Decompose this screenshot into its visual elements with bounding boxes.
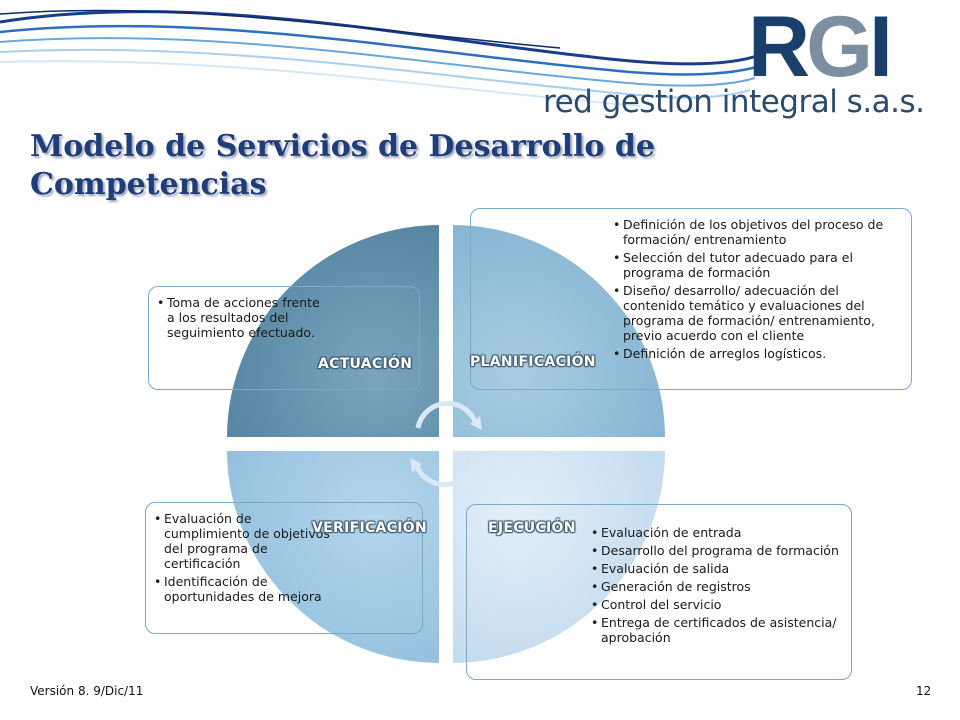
planificacion-item: Diseño/ desarrollo/ adecuación del conte…	[611, 283, 903, 343]
box-actuacion: Toma de acciones frente a los resultados…	[148, 286, 420, 390]
verificacion-item: Identificación de oportunidades de mejor…	[152, 574, 332, 604]
planificacion-item: Selección del tutor adecuado para el pro…	[611, 250, 903, 280]
page-title: Modelo de Servicios de Desarrollo de Com…	[30, 129, 655, 202]
version-label: Versión 8. 9/Dic/11	[30, 684, 144, 698]
verificacion-item: Evaluación de cumplimiento de objetivos …	[152, 511, 332, 571]
ejecucion-item: Evaluación de entrada	[589, 525, 843, 540]
cycle-arrow-top	[415, 400, 479, 429]
logo-letter-i: I	[869, 0, 893, 95]
ejecucion-item: Generación de registros	[589, 579, 843, 594]
ejecucion-item: Desarrollo del programa de formación	[589, 543, 843, 558]
logo-subtitle: red gestion integral s.a.s.	[543, 84, 925, 120]
logo-rgi: RGI	[748, 4, 893, 90]
label-actuacion: ACTUACIÓN	[318, 356, 413, 372]
planificacion-item: Definición de los objetivos del proceso …	[611, 217, 903, 247]
box-ejecucion: Evaluación de entrada Desarrollo del pro…	[466, 504, 852, 680]
ejecucion-item: Evaluación de salida	[589, 561, 843, 576]
ejecucion-item: Control del servicio	[589, 597, 843, 612]
label-verificacion: VERIFICACIÓN	[312, 520, 427, 536]
label-ejecucion: EJECUCIÓN	[488, 520, 576, 536]
box-planificacion: Definición de los objetivos del proceso …	[470, 208, 912, 390]
cycle-arrow-bottom	[413, 459, 477, 488]
header-swoosh	[0, 9, 761, 107]
actuacion-item: Toma de acciones frente a los resultados…	[155, 295, 325, 340]
ejecucion-item: Entrega de certificados de asistencia/ a…	[589, 615, 843, 645]
logo-letter-g: G	[806, 0, 873, 95]
planificacion-item: Definición de arreglos logísticos.	[611, 346, 903, 361]
quadrant-planificacion	[451, 222, 668, 439]
box-verificacion: Evaluación de cumplimiento de objetivos …	[145, 502, 423, 634]
page-number: 12	[916, 684, 932, 698]
label-planificacion: PLANIFICACIÓN	[470, 354, 596, 370]
logo-letter-r: R	[748, 0, 810, 95]
